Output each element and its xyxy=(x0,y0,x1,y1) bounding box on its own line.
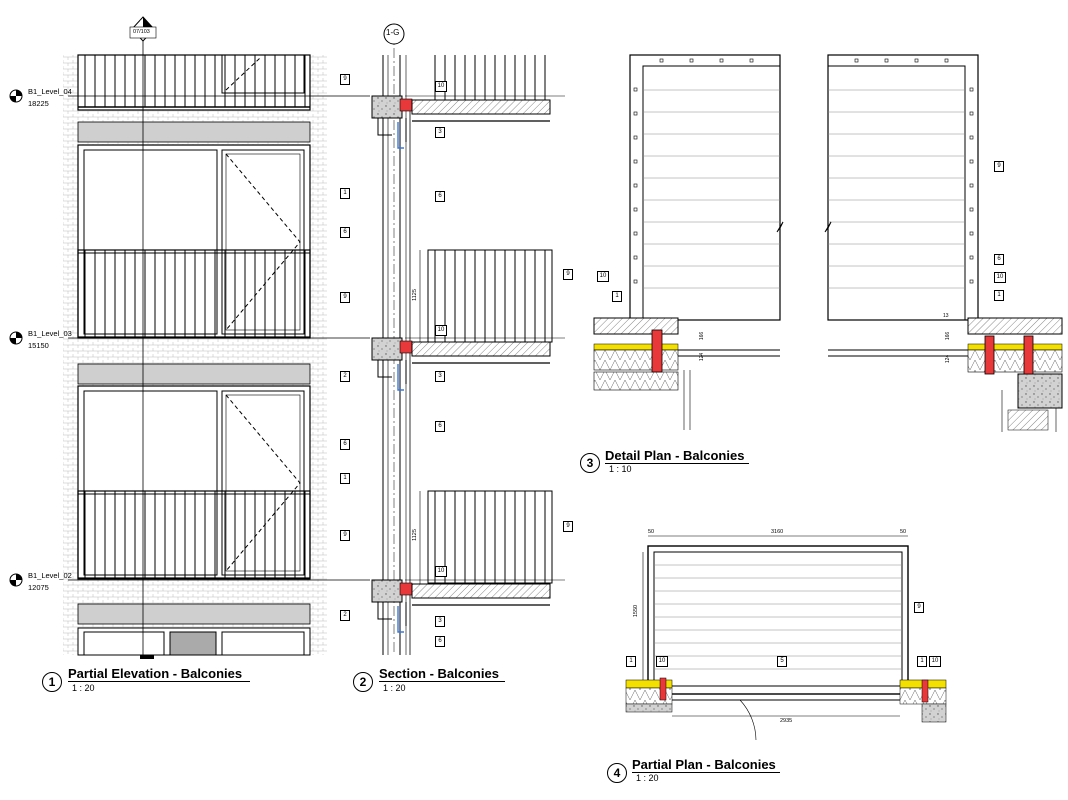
level-name-03: B1_Level_03 xyxy=(28,329,72,338)
dim-plan-edge-left: 50 xyxy=(648,529,655,535)
level-elev-02: 12075 xyxy=(28,583,49,592)
tag-view4-b: 1 xyxy=(626,656,636,667)
tag-view2-i: 10 xyxy=(435,566,447,577)
tag-view2-b: 3 xyxy=(435,127,445,138)
section-marker-top: 3 xyxy=(140,20,143,26)
view-title-4: Partial Plan - Balconies xyxy=(632,757,780,773)
tag-view2-d: 9 xyxy=(563,269,573,280)
grid-head-circle xyxy=(383,23,405,45)
view-scale-4: 1 : 20 xyxy=(636,773,659,783)
dim-plan-width: 3160 xyxy=(771,529,784,535)
grid-head-label: 1-G xyxy=(386,28,400,37)
tag-view1-g: 1 xyxy=(340,473,350,484)
tag-view2-j: 3 xyxy=(435,616,445,627)
level-name-04: B1_Level_04 xyxy=(28,87,72,96)
tag-view2-c: 6 xyxy=(435,191,445,202)
tag-view1-c: 6 xyxy=(340,227,350,238)
view-4-partial-plan xyxy=(625,535,947,741)
view-2-section xyxy=(371,30,565,655)
view-scale-3: 1 : 10 xyxy=(609,464,632,474)
level-marker-02 xyxy=(9,573,23,587)
tag-view3-a: 10 xyxy=(597,271,609,282)
view-title-2: Section - Balconies xyxy=(379,666,505,682)
dim-166-right: 166 xyxy=(945,331,952,341)
dim-plan-edge-right: 50 xyxy=(900,529,907,535)
level-marker-03 xyxy=(9,331,23,345)
view-3-detail-plan xyxy=(593,54,1063,432)
tag-view3-e: 10 xyxy=(994,272,1006,283)
tag-view2-f: 3 xyxy=(435,371,445,382)
tag-view2-g: 6 xyxy=(435,421,445,432)
tag-view1-d: 9 xyxy=(340,292,350,303)
view-number-1: 1 xyxy=(42,672,62,692)
tag-view1-i: 2 xyxy=(340,610,350,621)
level-marker-04 xyxy=(9,89,23,103)
tag-view4-a: 9 xyxy=(914,602,924,613)
tag-view2-k: 6 xyxy=(435,636,445,647)
dim-opening: 2935 xyxy=(780,718,793,724)
view-title-3: Detail Plan - Balconies xyxy=(605,448,749,464)
tag-view1-e: 2 xyxy=(340,371,350,382)
section-marker xyxy=(129,16,157,42)
tag-view3-f: 1 xyxy=(994,290,1004,301)
dim-124-left: 124 xyxy=(699,352,706,362)
tag-view4-e: 1 xyxy=(917,656,927,667)
tag-view4-f: 10 xyxy=(929,656,941,667)
section-marker-bottom: 07/103 xyxy=(133,29,150,35)
dim-rail-height-1: 1125 xyxy=(411,289,418,301)
level-elev-04: 18225 xyxy=(28,99,49,108)
view-title-1: Partial Elevation - Balconies xyxy=(68,666,250,682)
tag-view2-h: 9 xyxy=(563,521,573,532)
tag-view3-c: 9 xyxy=(994,161,1004,172)
dim-124-right: 124 xyxy=(945,354,952,364)
tag-view4-c: 10 xyxy=(656,656,668,667)
dim-13: 13 xyxy=(943,313,949,319)
view-number-4: 4 xyxy=(607,763,627,783)
tag-view1-b: 1 xyxy=(340,188,350,199)
tag-view3-b: 1 xyxy=(612,291,622,302)
tag-view3-d: 6 xyxy=(994,254,1004,265)
level-name-02: B1_Level_02 xyxy=(28,571,72,580)
level-elev-03: 15150 xyxy=(28,341,49,350)
dim-plan-depth: 1550 xyxy=(633,604,640,618)
view-scale-1: 1 : 20 xyxy=(72,683,95,693)
view-number-3: 3 xyxy=(580,453,600,473)
tag-view1-a: 9 xyxy=(340,74,350,85)
tag-view4-d: 5 xyxy=(777,656,787,667)
tag-view1-f: 6 xyxy=(340,439,350,450)
tag-view2-e: 10 xyxy=(435,325,447,336)
dim-rail-height-2: 1125 xyxy=(411,529,418,541)
dim-166-left: 166 xyxy=(699,331,706,341)
view-number-2: 2 xyxy=(353,672,373,692)
tag-view1-h: 9 xyxy=(340,530,350,541)
view-1-elevation xyxy=(63,40,370,659)
view-scale-2: 1 : 20 xyxy=(383,683,406,693)
tag-view2-a: 10 xyxy=(435,81,447,92)
